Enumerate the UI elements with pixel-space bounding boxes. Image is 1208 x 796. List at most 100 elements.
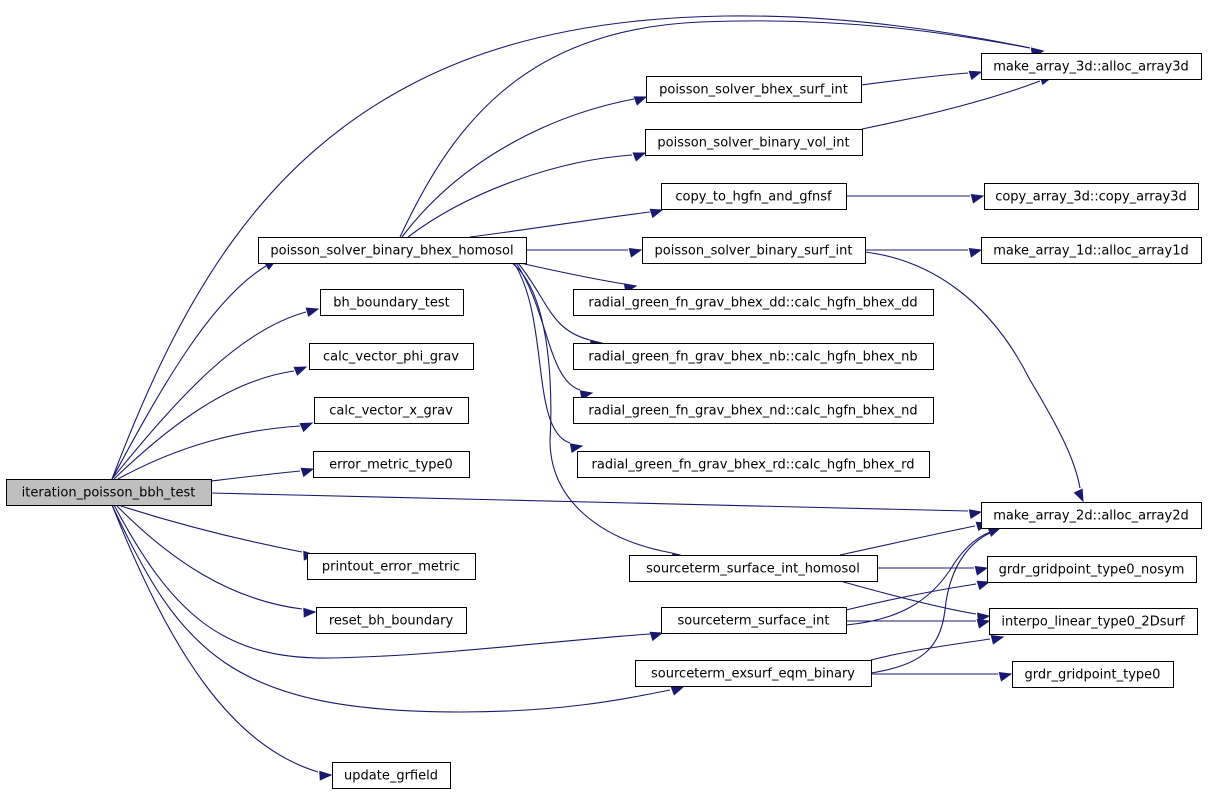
node-box[interactable]: [987, 556, 1197, 583]
edge-iter-to-bhbt: [111, 307, 320, 480]
node-label: copy_to_hgfn_and_gfnsf: [675, 190, 832, 205]
node-a3d[interactable]: make_array_3d::alloc_array3d: [981, 53, 1202, 80]
node-box[interactable]: [6, 479, 212, 506]
node-box[interactable]: [307, 553, 476, 580]
node-label: iteration_poisson_bbh_test: [22, 486, 196, 501]
node-rbb[interactable]: reset_bh_boundary: [316, 607, 467, 634]
edge-arrowhead: [970, 194, 985, 204]
edge-line: [111, 15, 1031, 480]
edge-arrowhead: [293, 366, 308, 376]
node-psbsf[interactable]: poisson_solver_binary_surf_int: [642, 237, 866, 264]
edge-line: [210, 492, 969, 512]
node-label: radial_green_fn_grav_bhex_rd::calc_hgfn_…: [592, 458, 915, 473]
node-box[interactable]: [573, 289, 934, 316]
node-box[interactable]: [981, 237, 1202, 264]
node-box[interactable]: [642, 237, 866, 264]
node-box[interactable]: [258, 237, 527, 264]
edge-line: [870, 638, 991, 661]
node-label: radial_green_fn_grav_bhex_nd::calc_hgfn_…: [588, 404, 917, 419]
node-stex[interactable]: sourceterm_exsurf_eqm_binary: [635, 660, 872, 687]
node-psbsi[interactable]: poisson_solver_bhex_surf_int: [646, 76, 862, 103]
node-label: copy_array_3d::copy_array3d: [995, 190, 1187, 205]
node-box[interactable]: [984, 183, 1199, 210]
node-iter[interactable]: iteration_poisson_bbh_test: [6, 479, 212, 506]
edge-arrowhead: [976, 619, 991, 629]
edge-arrowhead: [987, 527, 1002, 537]
node-a1d[interactable]: make_array_1d::alloc_array1d: [981, 237, 1202, 264]
node-box[interactable]: [1012, 661, 1174, 688]
node-label: poisson_solver_binary_bhex_homosol: [270, 244, 513, 259]
node-ggn[interactable]: grdr_gridpoint_type0_nosym: [987, 556, 1197, 583]
node-box[interactable]: [661, 183, 847, 210]
node-box[interactable]: [573, 343, 934, 370]
node-box[interactable]: [646, 76, 862, 103]
edge-arrowhead: [299, 422, 314, 433]
node-ilin[interactable]: interpo_linear_type0_2Dsurf: [989, 608, 1198, 635]
node-ugr[interactable]: update_grfield: [332, 762, 451, 789]
node-box[interactable]: [320, 289, 464, 316]
edge-arrowhead: [976, 612, 991, 623]
edge-psbsf-to-a2d: [864, 251, 1084, 503]
edge-arrowhead: [632, 152, 647, 162]
edge-line: [513, 262, 571, 444]
node-c3d[interactable]: copy_array_3d::copy_array3d: [984, 183, 1199, 210]
node-box[interactable]: [989, 608, 1198, 635]
edge-arrowhead: [670, 686, 685, 696]
edge-arrowhead: [974, 566, 989, 576]
node-cvphi[interactable]: calc_vector_phi_grav: [309, 343, 474, 370]
edge-arrowhead: [968, 70, 983, 81]
node-label: radial_green_fn_grav_bhex_nb::calc_hgfn_…: [588, 350, 917, 365]
edge-stex-to-ilin: [870, 635, 1005, 661]
node-a2d[interactable]: make_array_2d::alloc_array2d: [981, 502, 1202, 529]
node-rgdd[interactable]: radial_green_fn_grav_bhex_dd::calc_hgfn_…: [573, 289, 934, 316]
edge-pshomo-to-rgdd: [519, 262, 638, 293]
edge-line: [111, 504, 671, 713]
edge-stex-to-gg0: [870, 672, 1013, 682]
node-rgnb[interactable]: radial_green_fn_grav_bhex_nb::calc_hgfn_…: [573, 343, 934, 370]
node-gg0[interactable]: grdr_gridpoint_type0: [1012, 661, 1174, 688]
node-stsi[interactable]: sourceterm_surface_int: [661, 607, 847, 634]
node-label: radial_green_fn_grav_bhex_dd::calc_hgfn_…: [588, 296, 917, 311]
node-emt0[interactable]: error_metric_type0: [313, 451, 470, 478]
node-psbvi[interactable]: poisson_solver_binary_vol_int: [645, 129, 863, 156]
node-box[interactable]: [316, 607, 467, 634]
node-label: poisson_solver_binary_surf_int: [655, 244, 853, 259]
node-box[interactable]: [645, 129, 863, 156]
node-box[interactable]: [309, 343, 474, 370]
edge-iter-to-stex: [111, 504, 685, 713]
edge-iter-to-rbb: [115, 504, 317, 618]
edge-arrowhead: [976, 580, 991, 591]
node-box[interactable]: [629, 555, 878, 582]
node-box[interactable]: [573, 397, 934, 424]
edge-stsi-to-ilin: [846, 619, 991, 629]
edge-pshomo-to-rgnd: [515, 262, 594, 400]
node-stsih[interactable]: sourceterm_surface_int_homosol: [629, 555, 878, 582]
node-box[interactable]: [635, 660, 872, 687]
node-box[interactable]: [661, 607, 847, 634]
edge-psbvi-to-a3d: [861, 75, 1054, 130]
edge-line: [407, 154, 633, 238]
node-box[interactable]: [981, 53, 1202, 80]
edge-layer: [111, 15, 1084, 781]
node-box[interactable]: [314, 397, 469, 424]
node-cthg[interactable]: copy_to_hgfn_and_gfnsf: [661, 183, 847, 210]
node-box[interactable]: [313, 451, 470, 478]
edge-psbsi-to-a3d: [860, 70, 983, 86]
node-cvx[interactable]: calc_vector_x_grav: [314, 397, 469, 424]
edge-iter-to-ugr: [111, 504, 333, 781]
edge-arrowhead: [649, 208, 664, 219]
edge-iter-to-stsi: [113, 504, 664, 659]
edge-arrowhead: [990, 635, 1005, 645]
node-rgnd[interactable]: radial_green_fn_grav_bhex_nd::calc_hgfn_…: [573, 397, 934, 424]
node-pshomo[interactable]: poisson_solver_binary_bhex_homosol: [258, 237, 527, 264]
node-rgrd[interactable]: radial_green_fn_grav_bhex_rd::calc_hgfn_…: [577, 451, 930, 478]
node-box[interactable]: [981, 502, 1202, 529]
node-box[interactable]: [332, 762, 451, 789]
node-poem[interactable]: printout_error_metric: [307, 553, 476, 580]
edge-line: [519, 262, 625, 285]
node-label: printout_error_metric: [322, 560, 460, 575]
node-bhbt[interactable]: bh_boundary_test: [320, 289, 464, 316]
node-box[interactable]: [577, 451, 930, 478]
edge-line: [117, 425, 301, 480]
